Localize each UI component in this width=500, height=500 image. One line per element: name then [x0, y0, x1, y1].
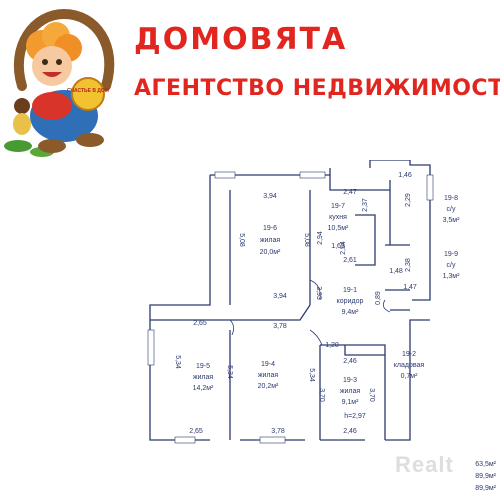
dim-147: 1,47	[403, 284, 417, 291]
svg-text:19-3: 19-3	[343, 377, 357, 384]
dim-246-top: 2,46	[343, 358, 357, 365]
svg-text:кладовая: кладовая	[394, 362, 425, 369]
svg-text:с/у: с/у	[447, 262, 456, 269]
svg-text:19-2: 19-2	[402, 351, 416, 358]
dim-265-top: 2,65	[193, 320, 207, 327]
windows	[147, 171, 434, 444]
dim-378-bottom: 3,78	[271, 428, 285, 435]
logo-badge-text: СЧАСТЬЕ В ДОМ	[67, 88, 109, 94]
svg-text:9,1м²: 9,1м²	[342, 399, 360, 406]
dim-394-bottom: 3,94	[273, 293, 287, 300]
area-totals: 63,5м² 89,9м² 89,9м²	[475, 461, 496, 492]
dim-148: 1,48	[389, 268, 403, 275]
room-19-1: 19-1 коридор 9,4м²	[337, 287, 364, 316]
dim-246-bottom: 2,46	[343, 428, 357, 435]
dim-261: 2,61	[343, 257, 357, 264]
dim-534-left: 5,34	[174, 355, 181, 369]
room-19-8: 19-8 с/у 3,5м²	[443, 195, 461, 224]
svg-text:жилая: жилая	[260, 237, 281, 244]
svg-text:63,5м²: 63,5м²	[475, 461, 496, 468]
dim-254: 2,54	[340, 241, 347, 255]
dim-508-left: 5,08	[238, 233, 245, 247]
dim-089: 0,89	[375, 291, 382, 305]
svg-text:с/у: с/у	[447, 206, 456, 213]
dim-247: 2,47	[343, 189, 357, 196]
svg-text:14,2м²: 14,2м²	[193, 385, 214, 392]
svg-text:20,0м²: 20,0м²	[260, 249, 281, 256]
dim-508-mid: 5,08	[303, 233, 310, 247]
svg-text:кухня: кухня	[329, 214, 347, 221]
svg-text:19-6: 19-6	[263, 225, 277, 232]
ceiling-height: h=2,97	[344, 413, 366, 420]
svg-text:89,9м²: 89,9м²	[475, 473, 496, 480]
brand-title: ДОМОВЯТА	[134, 22, 348, 57]
room-19-5: 19-5 жилая 14,2м²	[193, 363, 214, 392]
dim-120: 1,20	[325, 342, 339, 349]
dim-534-right: 5,34	[308, 368, 315, 382]
dim-393: 3,93	[315, 286, 322, 300]
svg-text:19-1: 19-1	[343, 287, 357, 294]
plan-walls	[149, 160, 431, 441]
domovyata-logo: СЧАСТЬЕ В ДОМ	[4, 8, 115, 157]
room-19-2: 19-2 кладовая 0,7м²	[394, 351, 425, 380]
dim-229: 2,29	[405, 193, 412, 207]
svg-text:коридор: коридор	[337, 298, 364, 305]
room-19-7: 19-7 кухня 10,5м²	[328, 203, 349, 232]
brand-subtitle: АГЕНТСТВО НЕДВИЖИМОСТИ	[134, 76, 500, 101]
dim-294: 2,94	[317, 231, 324, 245]
svg-text:19-8: 19-8	[444, 195, 458, 202]
room-19-3: 19-3 жилая 9,1м²	[340, 377, 361, 406]
svg-text:20,2м²: 20,2м²	[258, 383, 279, 390]
room-19-9: 19-9 с/у 1,3м²	[443, 251, 461, 280]
svg-text:19-9: 19-9	[444, 251, 458, 258]
svg-text:жилая: жилая	[258, 372, 279, 379]
dim-370-b: 3,70	[368, 388, 375, 402]
svg-text:89,9м²: 89,9м²	[475, 485, 496, 492]
dim-394-top: 3,94	[263, 193, 277, 200]
header: СЧАСТЬЕ В ДОМ ДОМОВЯТА АГЕНТСТВО НЕДВИЖИ…	[0, 0, 500, 165]
dim-146: 1,46	[398, 172, 412, 179]
svg-text:3,5м²: 3,5м²	[443, 217, 461, 224]
svg-text:жилая: жилая	[193, 374, 214, 381]
svg-text:9,4м²: 9,4м²	[342, 309, 360, 316]
dim-534-mid: 5,34	[226, 365, 233, 379]
svg-text:19-5: 19-5	[196, 363, 210, 370]
dim-370-a: 3,70	[318, 388, 325, 402]
svg-text:0,7м²: 0,7м²	[401, 373, 419, 380]
watermark: Realt	[395, 452, 454, 477]
floor-plan: 3,94 2,47 1,46 5,08 5,08 2,37 2,94 2,54 …	[147, 160, 497, 492]
svg-text:10,5м²: 10,5м²	[328, 225, 349, 232]
dim-378-top: 3,78	[273, 323, 287, 330]
room-19-4: 19-4 жилая 20,2м²	[258, 361, 279, 390]
svg-text:1,3м²: 1,3м²	[443, 273, 461, 280]
dim-237: 2,37	[362, 198, 369, 212]
svg-text:19-7: 19-7	[331, 203, 345, 210]
room-19-6: 19-6 жилая 20,0м²	[260, 225, 281, 256]
door-arcs	[229, 279, 391, 346]
svg-text:жилая: жилая	[340, 388, 361, 395]
dim-169: 1,69	[331, 243, 345, 250]
svg-text:19-4: 19-4	[261, 361, 275, 368]
dim-238: 2,38	[405, 258, 412, 272]
dim-265-bottom: 2,65	[189, 428, 203, 435]
